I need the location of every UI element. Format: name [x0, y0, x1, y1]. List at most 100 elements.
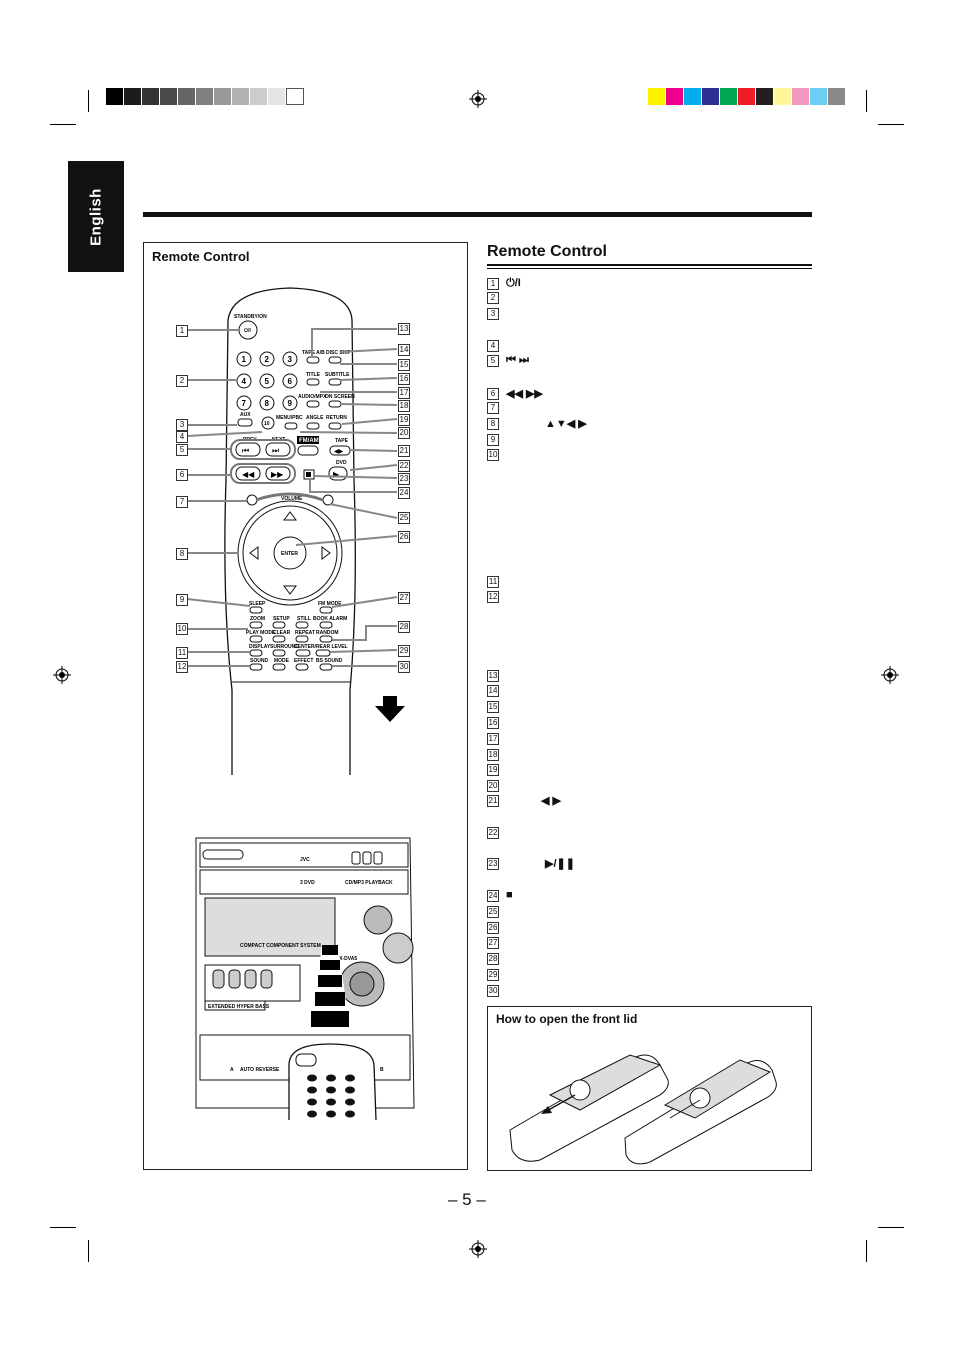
remote-keypad-key	[259, 373, 275, 389]
item-symbol: ⏻/I	[506, 277, 521, 289]
mini-remote-button	[345, 1098, 355, 1106]
item-symbol: ◀◀ ▶▶	[506, 388, 543, 400]
header-rule	[143, 212, 812, 217]
item-number: 10	[487, 449, 499, 461]
callout-number: 11	[176, 647, 188, 659]
color-swatch	[792, 88, 810, 105]
remote-label-aux: AUX	[240, 412, 251, 418]
item-number: 18	[487, 749, 499, 761]
item-number: 7	[487, 402, 499, 414]
item-number: 14	[487, 685, 499, 697]
item-symbol: ▶/❚❚	[545, 858, 575, 870]
mini-remote-button	[307, 1086, 317, 1094]
language-tab-label: English	[87, 187, 105, 246]
callout-number: 2	[176, 375, 188, 387]
unit-hyper-bass: EXTENDED HYPER BASS	[208, 1004, 270, 1010]
crop-mark	[50, 124, 76, 125]
item-symbol: ■	[506, 889, 513, 901]
callout-number: 24	[398, 487, 410, 499]
item-number: 11	[487, 576, 499, 588]
item-number: 22	[487, 827, 499, 839]
remote-keypad-key-label: 6	[288, 377, 293, 386]
crop-mark	[866, 1240, 867, 1262]
remote-label-enter: ENTER	[281, 551, 298, 557]
remote-label-audio-mpx: AUDIO/MPX	[298, 394, 327, 400]
remote-label-on-screen: ON SCREEN	[325, 394, 355, 400]
remote-label-play-mode: PLAY MODE	[246, 630, 276, 636]
callout-number: 13	[398, 323, 410, 335]
callout-number: 23	[398, 473, 410, 485]
color-swatch	[160, 88, 178, 105]
unit-dvd-logo: 3 DVD	[300, 880, 315, 886]
item-symbol: ◀ ▶	[541, 795, 561, 807]
color-swatch	[142, 88, 160, 105]
remote-keypad-key-label: 1	[242, 355, 247, 364]
remote-label-sound: SOUND	[250, 658, 268, 664]
remote-label-random: RANDOM	[316, 630, 339, 636]
remote-label-mode: MODE	[274, 658, 290, 664]
language-tab: English	[68, 161, 124, 272]
svg-text:▶▶: ▶▶	[271, 470, 284, 479]
heading-rule	[487, 268, 812, 269]
remote-illustration-title: Remote Control	[152, 249, 250, 264]
front-lid-illustration	[509, 1054, 777, 1165]
remote-label-effect: EFFECT	[294, 658, 313, 664]
callout-number: 20	[398, 427, 410, 439]
callout-number: 14	[398, 344, 410, 356]
remote-label-standby: STANDBY/ON	[234, 314, 267, 320]
callout-number: 17	[398, 387, 410, 399]
color-swatch	[738, 88, 756, 105]
item-symbol: ⏮ ⏭	[506, 354, 529, 366]
color-swatch	[648, 88, 666, 105]
unit-compact-label: COMPACT COMPONENT SYSTEM	[240, 943, 321, 949]
crop-mark	[88, 90, 89, 112]
item-number: 17	[487, 733, 499, 745]
remote-keypad-key	[259, 395, 275, 411]
svg-text:◀◀: ◀◀	[242, 470, 255, 479]
item-number: 28	[487, 953, 499, 965]
item-number: 5	[487, 355, 499, 367]
crop-mark	[50, 1227, 76, 1228]
remote-label-center-level: CENTER/REAR LEVEL	[294, 644, 348, 650]
item-number: 13	[487, 670, 499, 682]
color-swatch	[774, 88, 792, 105]
remote-keypad-key-label: 2	[265, 355, 270, 364]
item-number: 30	[487, 985, 499, 997]
color-swatch	[232, 88, 250, 105]
item-number: 23	[487, 858, 499, 870]
unit-deck-a: A	[230, 1067, 234, 1073]
remote-label-dvd: DVD	[336, 460, 347, 466]
registration-mark-icon	[469, 1240, 487, 1258]
remote-label-still: STILL	[297, 616, 311, 622]
stereo-unit-illustration: JVC 3 DVD CD/MP3 PLAYBACK COMPACT COMPON…	[195, 837, 415, 1121]
remote-label-setup: SETUP	[273, 616, 290, 622]
heading-rule	[487, 264, 812, 266]
remote-label-tape-ab: TAPE A/B	[302, 350, 325, 356]
remote-label-book-alarm: BOOK ALARM	[313, 616, 347, 622]
color-swatch	[250, 88, 268, 105]
callout-number: 30	[398, 661, 410, 673]
crop-mark	[878, 1227, 904, 1228]
remote-key-10: 10	[264, 421, 270, 427]
mini-remote-button	[326, 1098, 336, 1106]
callout-number: 18	[398, 400, 410, 412]
item-number: 20	[487, 780, 499, 792]
unit-brand: JVC	[300, 857, 310, 863]
crop-mark	[866, 90, 867, 112]
remote-keypad-key-label: 5	[265, 377, 270, 386]
mini-remote-button	[326, 1086, 336, 1094]
remote-label-subtitle: SUBTITLE	[325, 372, 350, 378]
unit-auto-reverse: AUTO REVERSE	[240, 1067, 280, 1073]
callout-number: 1	[176, 325, 188, 337]
unit-deck-b: B	[380, 1067, 384, 1073]
registration-mark-icon	[881, 666, 899, 684]
callout-number: 29	[398, 645, 410, 657]
callout-number: 15	[398, 359, 410, 371]
callout-number: 26	[398, 531, 410, 543]
mini-remote-button	[345, 1074, 355, 1082]
unit-playback-label: CD/MP3 PLAYBACK	[345, 880, 393, 886]
callout-number: 7	[176, 496, 188, 508]
color-swatch	[124, 88, 142, 105]
item-number: 21	[487, 795, 499, 807]
